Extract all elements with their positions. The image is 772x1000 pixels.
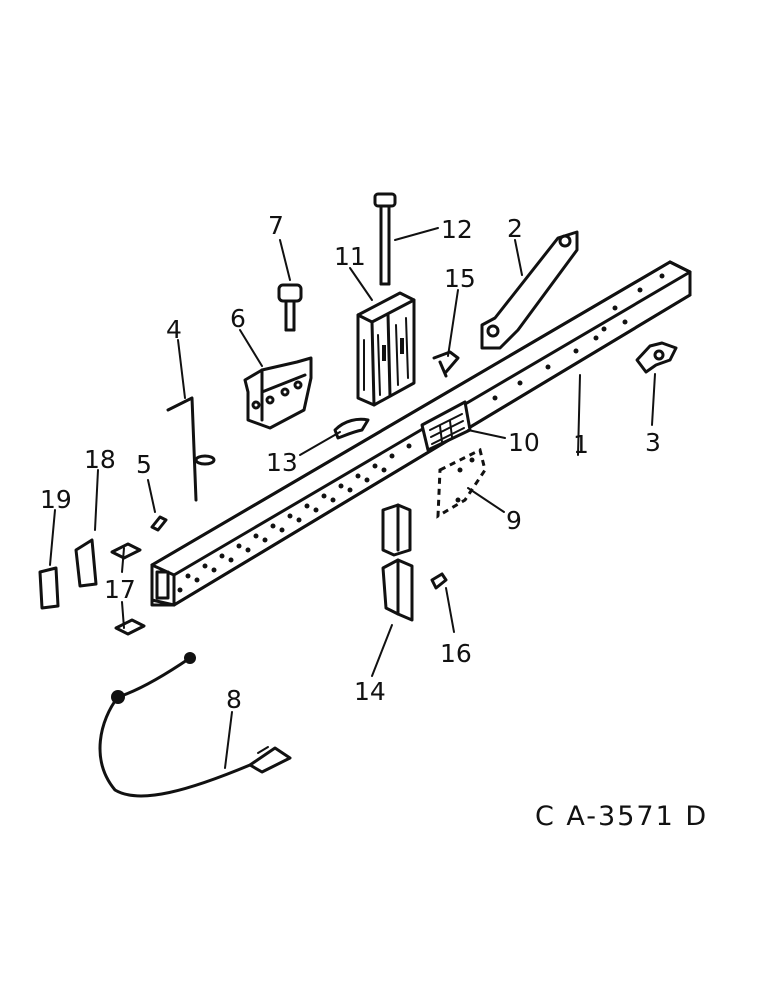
part-18-wedge	[74, 538, 98, 588]
callout-3: 3	[645, 428, 661, 457]
callout-2: 2	[507, 214, 523, 243]
part-13-wing	[333, 417, 370, 440]
part-17-plates	[110, 542, 146, 636]
callout-4: 4	[166, 315, 182, 344]
part-15-small-bracket	[432, 350, 460, 378]
callout-13: 13	[266, 448, 298, 477]
callout-12: 12	[441, 215, 473, 244]
callout-19: 19	[40, 485, 72, 514]
part-5-clip	[150, 515, 168, 532]
tube-holes	[177, 273, 665, 593]
part-7-bolt	[277, 283, 303, 332]
callout-1: 1	[573, 430, 589, 459]
part-8-cable	[98, 652, 292, 798]
callout-14: 14	[354, 677, 386, 706]
part-3-clamp	[635, 341, 678, 374]
part-16-screw	[430, 572, 448, 590]
part-19-clip	[38, 566, 60, 610]
part-14-brackets	[381, 503, 414, 622]
part-2-strap	[480, 230, 579, 350]
callout-17-upper: 17	[104, 575, 136, 604]
callout-8: 8	[226, 685, 242, 714]
callout-9: 9	[506, 506, 522, 535]
callout-15: 15	[444, 264, 476, 293]
part-4-rod	[166, 396, 216, 502]
part-9-plate	[436, 447, 487, 519]
part-11-holder	[356, 291, 416, 407]
part-12-long-bolt	[373, 192, 397, 286]
callout-18: 18	[84, 445, 116, 474]
part-1-toolbar-tube	[150, 260, 692, 607]
callout-5: 5	[136, 450, 152, 479]
callout-labels: 1 2 3 4 5 6 7 8 9 10 11 12 13 14 15 16 1…	[40, 211, 661, 714]
callout-11: 11	[334, 242, 366, 271]
callout-16: 16	[440, 639, 472, 668]
leader-lines	[49, 227, 656, 769]
callout-10: 10	[508, 428, 540, 457]
drawing-code: C A-3571 D	[535, 801, 708, 832]
callout-6: 6	[230, 304, 246, 333]
callout-7: 7	[268, 211, 284, 240]
part-6-bracket	[243, 356, 313, 430]
